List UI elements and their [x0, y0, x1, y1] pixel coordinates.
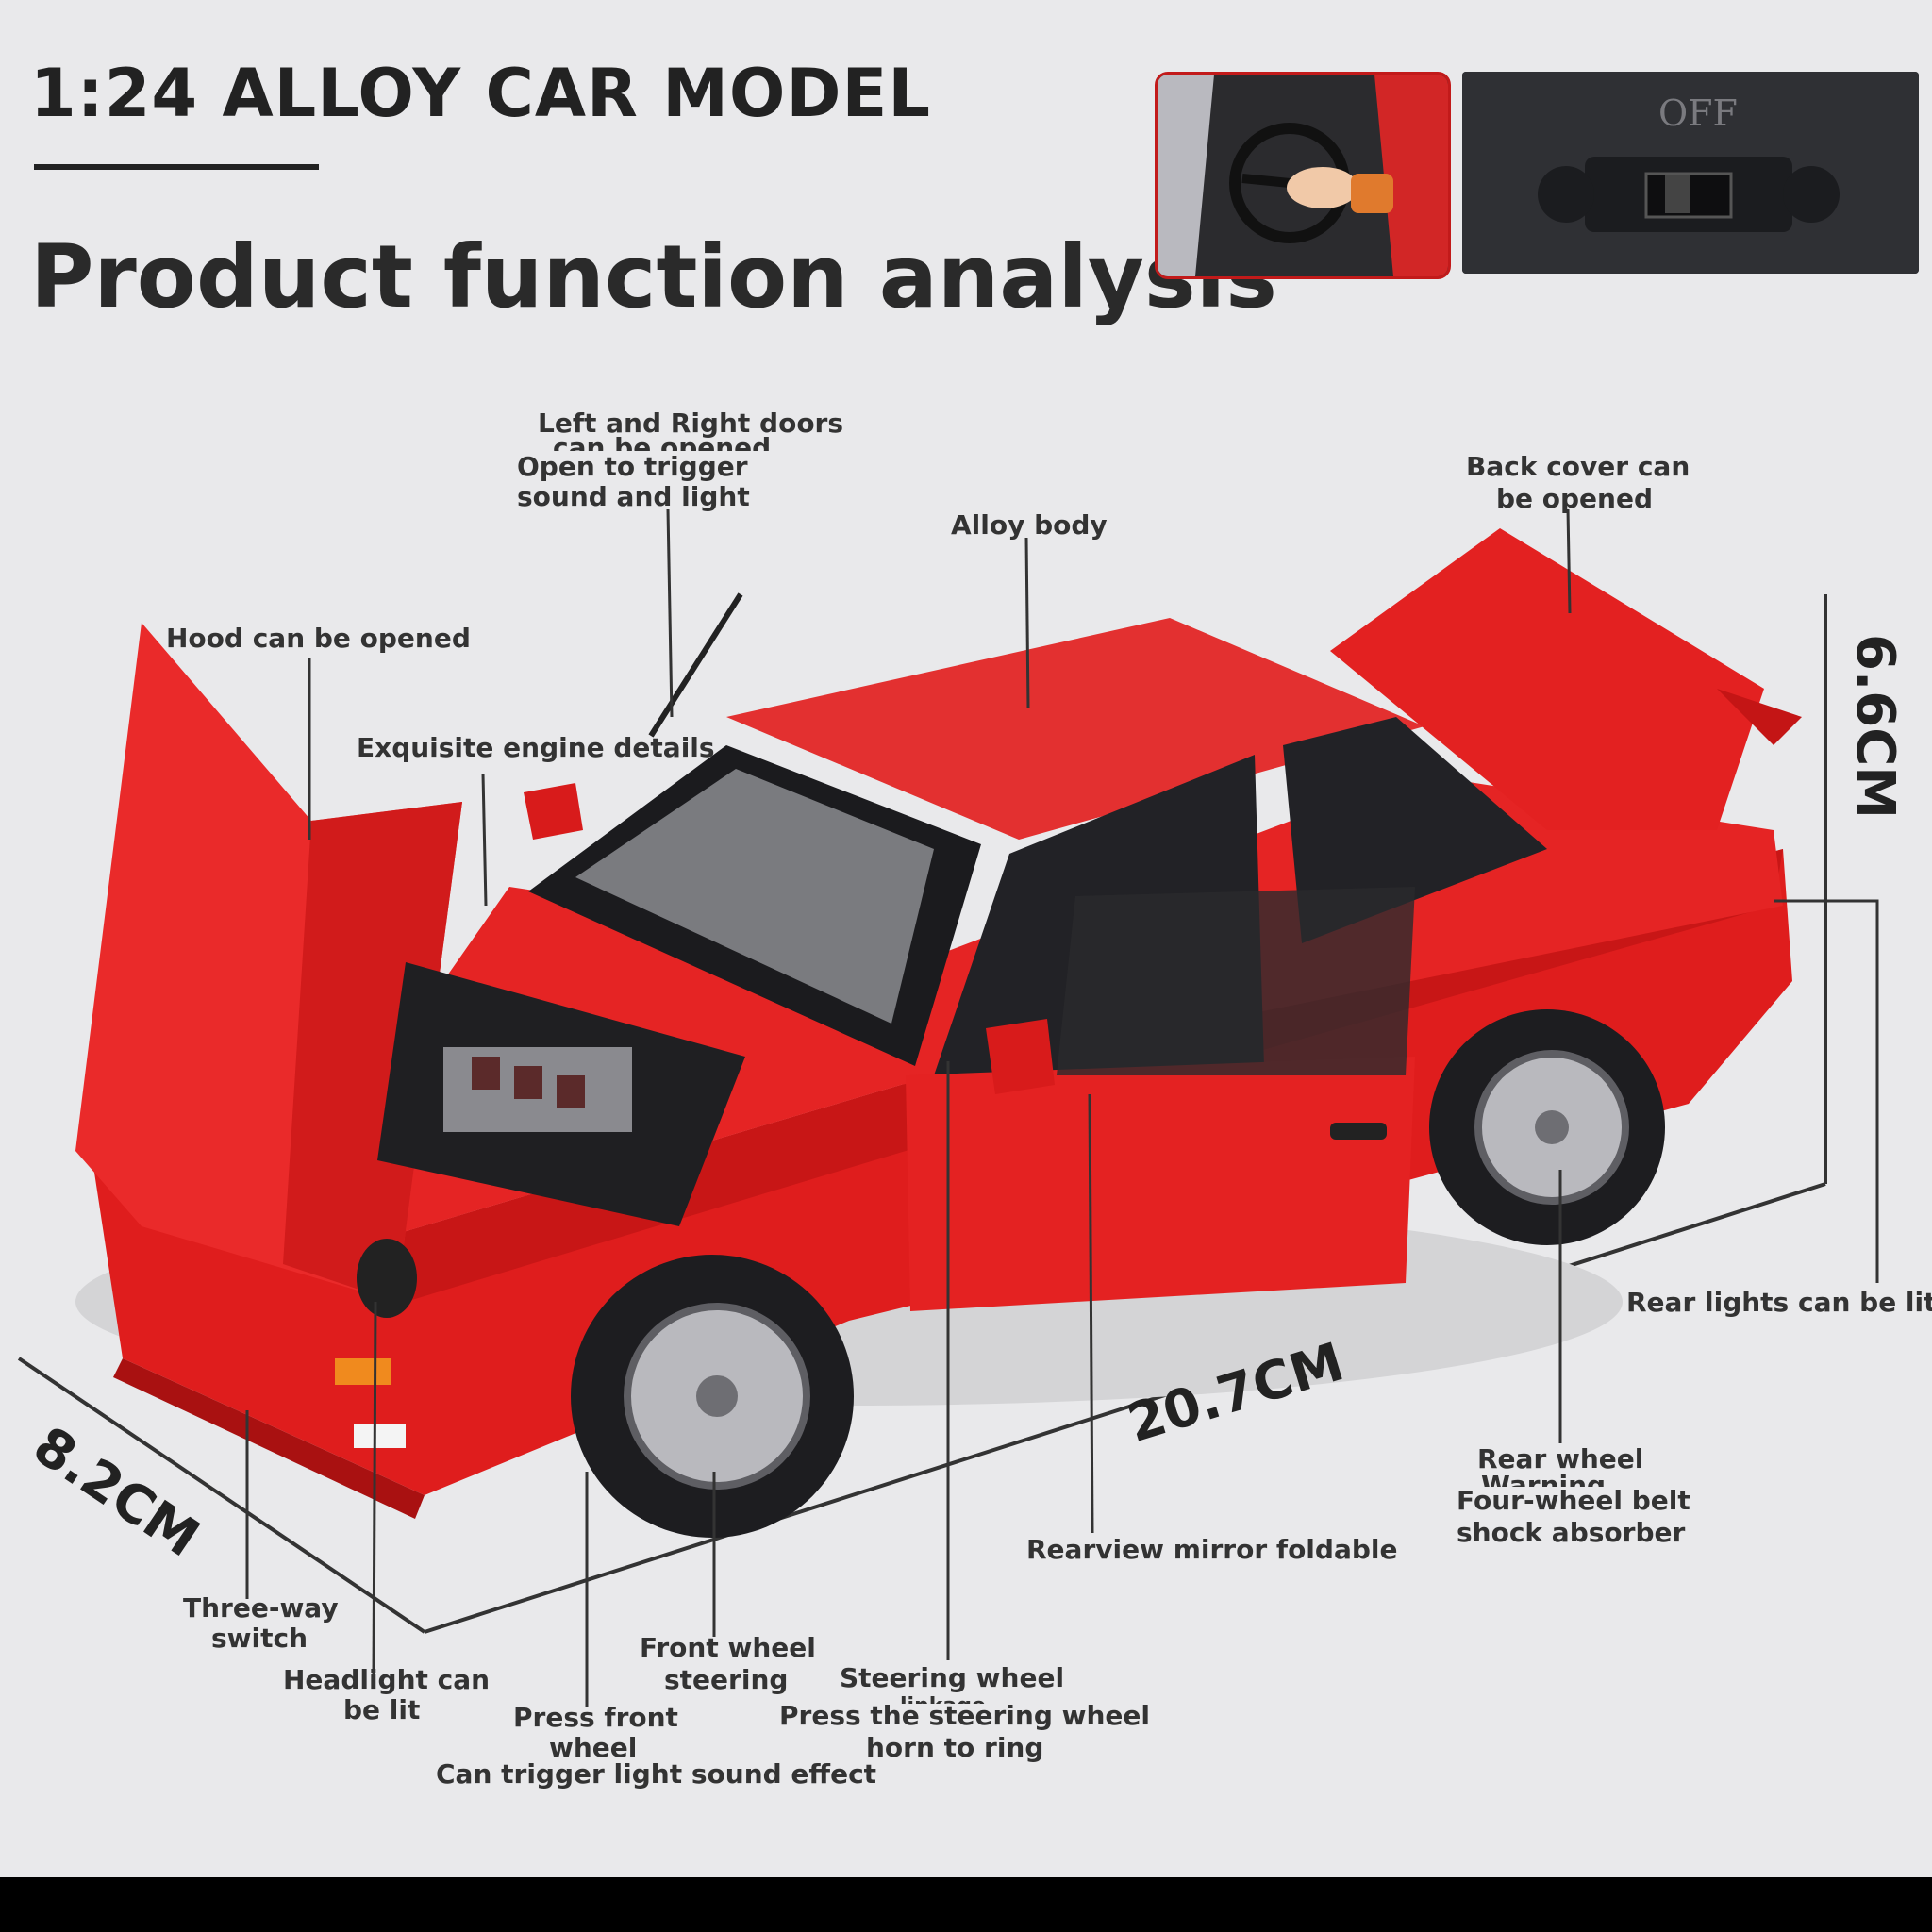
back-cover-callout-line1: Back cover can	[1466, 451, 1690, 482]
rear-wheel-callout-line1: Rear wheel	[1477, 1443, 1644, 1474]
steering-callout-line3: Press the steering wheel	[779, 1700, 1150, 1731]
front-wheel-callout-line2: steering	[664, 1664, 789, 1695]
alloy-body-callout: Alloy body	[951, 509, 1108, 541]
rear-lights-callout: Rear lights can be lit	[1626, 1287, 1932, 1318]
switch-inset-photo: OFF	[1462, 72, 1919, 274]
height-dimension: 6.6CM	[1844, 634, 1906, 820]
headlight-callout-line2: be lit	[343, 1694, 421, 1725]
hood-callout: Hood can be opened	[166, 623, 471, 654]
doors-callout-line4: sound and light	[517, 481, 750, 512]
steering-callout-line1: Steering wheel	[840, 1662, 1065, 1693]
three-way-switch-callout-line2: switch	[211, 1623, 308, 1654]
title-underline	[34, 164, 319, 170]
press-front-wheel-callout-line2: wheel	[549, 1732, 638, 1763]
rear-wheel-callout-line2: Warning	[1481, 1470, 1607, 1487]
back-cover-callout-line2: be opened	[1496, 483, 1654, 514]
mirror-callout: Rearview mirror foldable	[1026, 1534, 1398, 1565]
steering-callout-line4: horn to ring	[866, 1732, 1044, 1763]
rear-wheel-callout-line4: shock absorber	[1457, 1517, 1686, 1548]
press-front-wheel-callout-line1: Press front	[513, 1702, 678, 1733]
page-title: 1:24 ALLOY CAR MODEL	[30, 55, 931, 132]
headlight-callout-line1: Headlight can	[283, 1664, 491, 1695]
page-subtitle: Product function analysis	[30, 226, 1277, 327]
doors-callout-line2: can be opened	[553, 432, 772, 451]
rear-wheel-callout-line3: Four-wheel belt	[1457, 1485, 1690, 1516]
front-wheel-callout-line1: Front wheel	[640, 1632, 816, 1663]
three-way-switch-callout-line1: Three-way	[183, 1592, 339, 1624]
steering-callout-line2: linkage	[900, 1690, 986, 1704]
doors-callout-line3: Open to trigger	[517, 451, 748, 482]
steering-wheel-inset-photo	[1155, 72, 1451, 279]
car-illustration	[17, 508, 1879, 1707]
product-infographic: 1:24 ALLOY CAR MODEL Product function an…	[0, 0, 1932, 1877]
press-front-wheel-callout-line3: Can trigger light sound effect	[436, 1758, 877, 1790]
engine-callout: Exquisite engine details	[357, 732, 715, 763]
doors-callout-line1: Left and Right doors	[538, 408, 844, 439]
switch-off-label: OFF	[1658, 92, 1738, 134]
